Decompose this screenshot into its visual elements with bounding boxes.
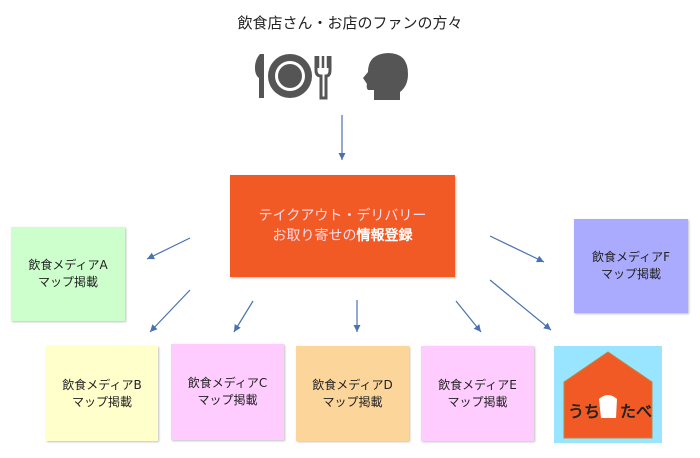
- media-name: 飲食メディアA: [28, 258, 108, 272]
- arrow-to-b: [149, 289, 191, 333]
- logo-text-left: うち: [568, 402, 601, 421]
- media-sub: マップ掲載: [447, 394, 508, 409]
- media-sub: マップ掲載: [71, 394, 132, 409]
- logo-text-right: たべ: [620, 402, 653, 421]
- media-f-box: 飲食メディアF マップ掲載: [574, 219, 688, 313]
- media-e-box: 飲食メディアE マップ掲載: [421, 346, 534, 441]
- center-line2-bold: 情報登録: [356, 228, 413, 244]
- arrow-to-e: [455, 300, 482, 333]
- arrow-to-f: [489, 235, 545, 263]
- arrow-to-uchitabe: [489, 279, 552, 331]
- media-name: 飲食メディアF: [591, 250, 671, 264]
- media-sub: マップ掲載: [322, 394, 383, 409]
- media-name: 飲食メディアD: [312, 377, 393, 392]
- media-b-box: 飲食メディアB マップ掲載: [46, 346, 158, 441]
- media-a-box: 飲食メディアA マップ掲載: [11, 227, 125, 321]
- media-name: 飲食メディアC: [187, 376, 268, 390]
- restaurant-icon: [254, 54, 332, 100]
- media-name: 飲食メディアB: [62, 377, 142, 392]
- arrow-to-a: [146, 237, 191, 260]
- info-registration-box: テイクアウト・デリバリー お取り寄せの情報登録: [230, 175, 455, 277]
- media-name: 飲食メディアE: [438, 377, 517, 392]
- uchitabe-logo: うち たべ: [554, 346, 662, 443]
- person-head-icon: [363, 53, 408, 100]
- media-sub: マップ掲載: [600, 267, 661, 281]
- media-d-box: 飲食メディアD マップ掲載: [296, 346, 409, 441]
- arrow-to-c: [233, 300, 254, 333]
- media-sub: マップ掲載: [37, 275, 98, 289]
- media-c-box: 飲食メディアC マップ掲載: [171, 344, 284, 440]
- diagram-title: 飲食店さん・お店のファンの方々: [237, 14, 463, 32]
- center-line2-prefix: お取り寄せの: [272, 228, 357, 244]
- media-sub: マップ掲載: [197, 393, 258, 407]
- center-line1: テイクアウト・デリバリー: [258, 208, 427, 224]
